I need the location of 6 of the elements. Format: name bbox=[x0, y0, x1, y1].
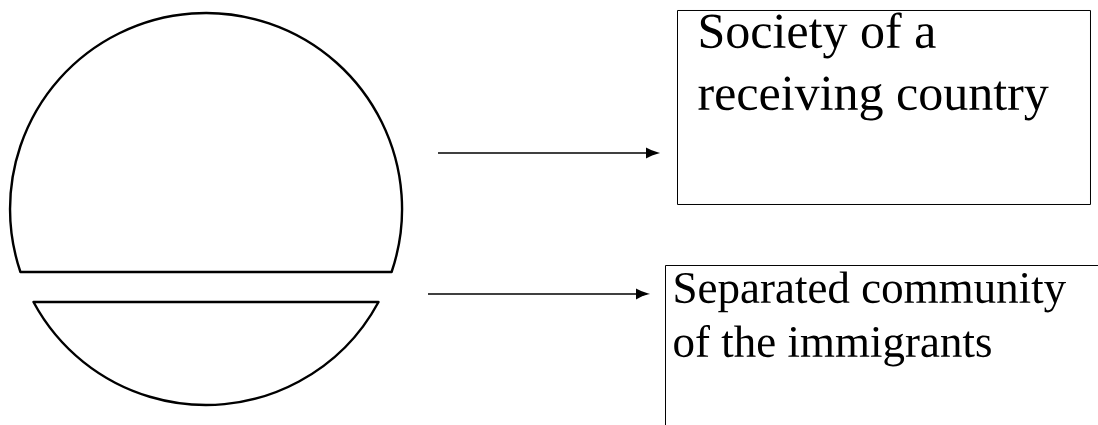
text-box: Separated community of the immigrants bbox=[665, 265, 1098, 425]
arrow bbox=[427, 289, 649, 299]
circle-segment bbox=[32, 300, 380, 407]
circle-segment bbox=[8, 12, 403, 274]
arrow bbox=[437, 148, 659, 158]
text-box: Society of a receiving country bbox=[677, 10, 1091, 205]
